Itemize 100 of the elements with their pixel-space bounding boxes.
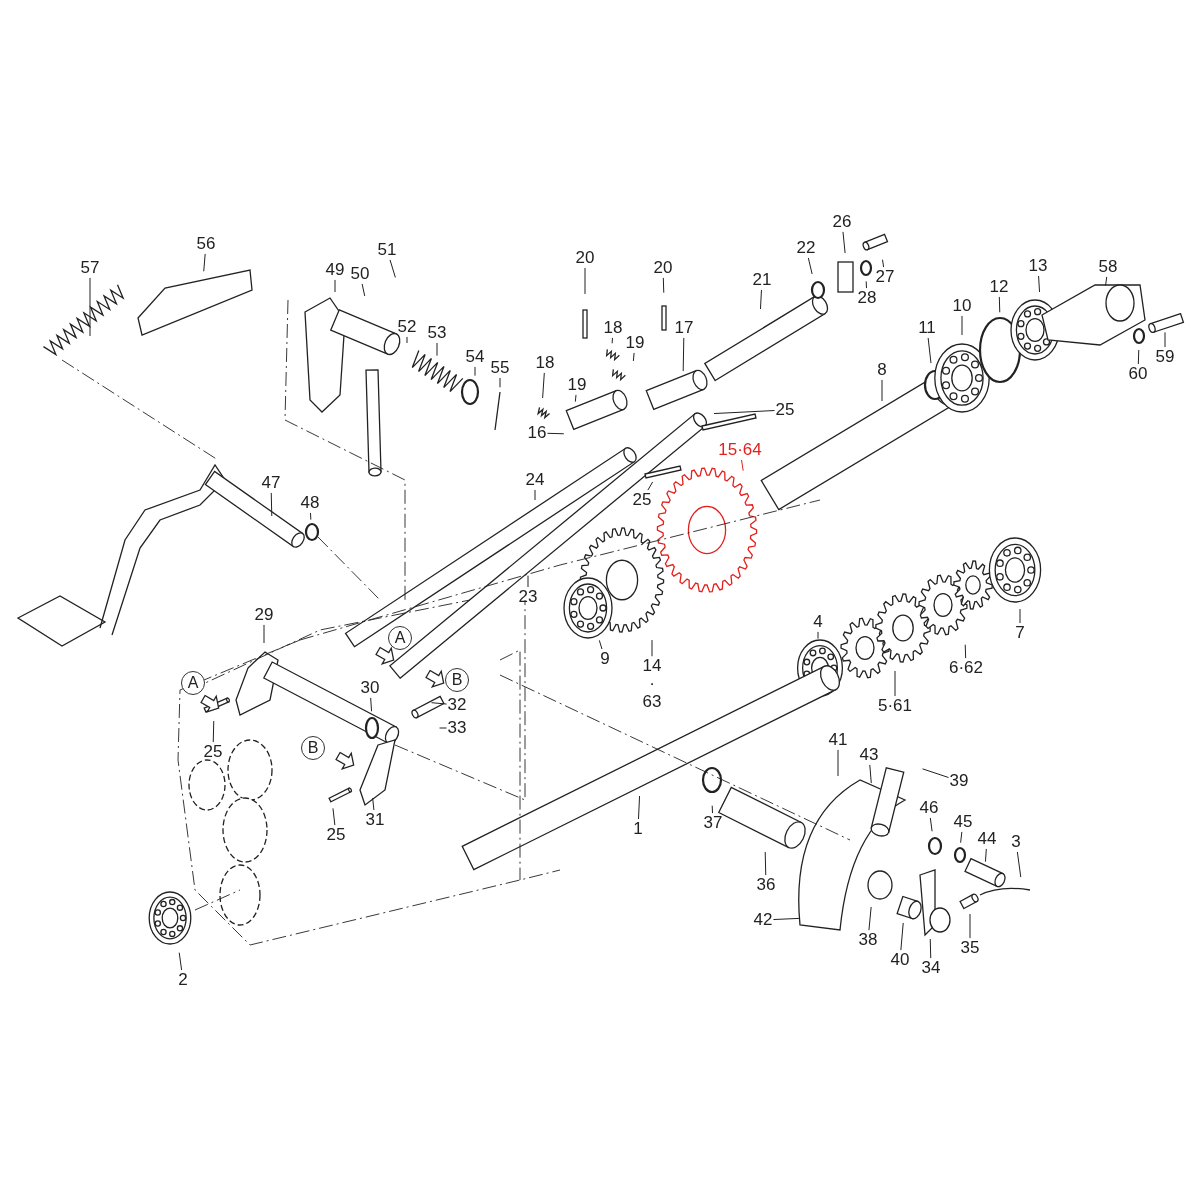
leader-line	[960, 831, 963, 844]
leader-line	[1038, 275, 1041, 293]
callout-number: 35	[960, 939, 980, 957]
callout-number: 42	[753, 911, 773, 929]
leader-line	[270, 492, 273, 517]
callout-number: 25	[326, 826, 346, 844]
callout-number: 37	[703, 814, 723, 832]
leader-line	[611, 337, 613, 344]
leader-line	[632, 352, 635, 362]
leader-line	[869, 764, 872, 784]
leader-line	[334, 279, 336, 293]
leader-line	[662, 277, 665, 294]
leader-line	[310, 512, 312, 521]
reference-letter: B	[445, 668, 469, 692]
callout-number: 28	[857, 289, 877, 307]
leader-line	[89, 277, 91, 337]
callout-number: 31	[365, 811, 385, 829]
callout-number: 16	[527, 424, 547, 442]
callout-number: 4	[813, 613, 823, 631]
leader-line	[759, 289, 762, 310]
callout-number: 43	[859, 746, 879, 764]
callout-number: 8	[877, 361, 887, 379]
leader-line	[929, 817, 933, 832]
leader-line	[929, 938, 932, 959]
callout-number: 56	[196, 235, 216, 253]
callout-number: 25	[632, 491, 652, 509]
leader-line	[1137, 349, 1140, 365]
leader-line	[332, 807, 336, 826]
callout-number: 10	[952, 297, 972, 315]
leader-line	[542, 372, 545, 399]
callout-number: 13	[1028, 257, 1048, 275]
reference-letter: A	[181, 671, 205, 695]
reference-letter: B	[301, 736, 325, 760]
callout-number: 51	[377, 241, 397, 259]
leader-line	[900, 922, 904, 951]
callout-number: 44	[977, 830, 997, 848]
callout-number: 55	[490, 359, 510, 377]
leader-line	[1164, 331, 1166, 348]
leader-line	[998, 296, 1001, 313]
callout-number: 1	[633, 820, 643, 838]
leader-line	[474, 366, 476, 377]
leader-line	[881, 379, 883, 402]
callout-number: 7	[1015, 624, 1025, 642]
leader-line	[389, 259, 396, 278]
leader-line	[436, 342, 438, 357]
leader-line	[647, 481, 654, 491]
leader-line	[817, 631, 819, 640]
callout-number: 26	[832, 213, 852, 231]
leader-line	[431, 702, 448, 705]
callout-number: 20	[575, 249, 595, 267]
leader-line	[406, 336, 408, 344]
callout-number: 15·64	[718, 441, 762, 459]
callout-number: 25	[775, 401, 795, 419]
leader-line	[741, 459, 744, 472]
callout-number: 34	[921, 959, 941, 977]
callout-number: 58	[1098, 258, 1118, 276]
leader-line	[772, 917, 800, 921]
leader-line	[961, 315, 963, 336]
callout-number: 20	[653, 259, 673, 277]
callout-number: 32	[447, 696, 467, 714]
callout-number: 5·61	[878, 697, 912, 715]
callout-number: 9	[600, 650, 610, 668]
leader-line	[499, 377, 501, 388]
callout-number: 40	[890, 951, 910, 969]
callout-number: 53	[427, 324, 447, 342]
reference-letter: A	[388, 626, 412, 650]
leader-line	[868, 906, 872, 931]
leader-line	[837, 749, 839, 777]
callout-number: 49	[325, 261, 345, 279]
callout-number: 59	[1155, 348, 1175, 366]
callout-number: 27	[875, 268, 895, 286]
leader-line	[1105, 276, 1108, 287]
callout-number: 38	[858, 931, 878, 949]
callout-number: 22	[796, 239, 816, 257]
callout-number: 19	[567, 376, 587, 394]
callout-number: 11	[918, 319, 936, 337]
leader-line	[713, 410, 776, 415]
leader-line	[927, 337, 932, 364]
leader-line	[372, 797, 375, 811]
callout-number: 57	[80, 259, 100, 277]
callout-number: 47	[261, 474, 281, 492]
callout-number: 2	[178, 971, 188, 989]
leader-line	[598, 639, 603, 650]
callout-number: 33	[447, 719, 467, 737]
leader-line	[637, 795, 641, 820]
callout-number: 30	[360, 679, 380, 697]
leader-line	[361, 283, 366, 297]
leader-line	[882, 259, 885, 268]
leader-line	[922, 768, 950, 778]
leader-line	[1016, 851, 1022, 878]
leader-line	[894, 670, 896, 697]
leader-line	[711, 805, 714, 814]
leader-line	[439, 727, 448, 729]
callout-number: 36	[756, 876, 776, 894]
leader-line	[984, 848, 987, 863]
callout-number: 45	[953, 813, 973, 831]
callout-number: 46	[919, 799, 939, 817]
leader-line	[263, 624, 265, 644]
callout-number: 6·62	[949, 659, 983, 677]
leader-line	[203, 253, 206, 272]
